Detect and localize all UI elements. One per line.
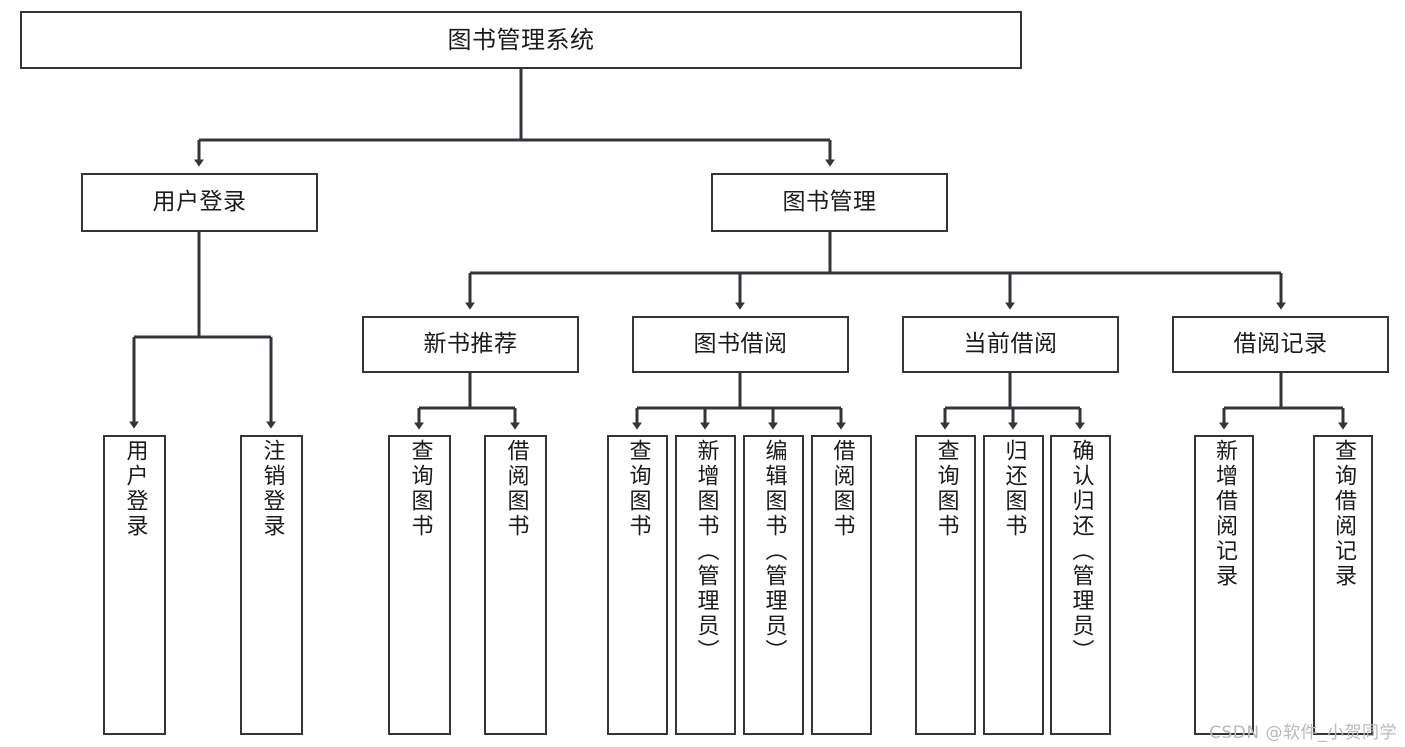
- node-book-borrow[interactable]: 图书借阅: [632, 316, 849, 373]
- leaf-return-book[interactable]: 归还图书: [983, 435, 1044, 735]
- node-borrow-record-label: 借阅记录: [1233, 330, 1328, 357]
- leaf-query-book-3[interactable]: 查询图书: [915, 435, 976, 735]
- leaf-add-book[interactable]: 新增图书（管理员）: [675, 435, 736, 735]
- node-new-book-rec[interactable]: 新书推荐: [362, 316, 579, 373]
- leaf-edit-book-label: 编辑图书（管理员）: [761, 439, 787, 664]
- leaf-query-book-2-label: 查询图书: [625, 439, 651, 539]
- node-book-manage[interactable]: 图书管理: [711, 173, 948, 232]
- node-root[interactable]: 图书管理系统: [20, 11, 1022, 69]
- leaf-query-book-3-label: 查询图书: [933, 439, 959, 539]
- leaf-confirm-return[interactable]: 确认归还（管理员）: [1050, 435, 1111, 735]
- node-current-borrow-label: 当前借阅: [963, 330, 1058, 357]
- leaf-borrow-book-1-label: 借阅图书: [503, 439, 529, 539]
- node-new-book-rec-label: 新书推荐: [423, 330, 518, 357]
- leaf-query-book-1[interactable]: 查询图书: [388, 435, 451, 735]
- node-book-borrow-label: 图书借阅: [693, 330, 788, 357]
- leaf-borrow-book-2[interactable]: 借阅图书: [811, 435, 872, 735]
- leaf-query-record-label: 查询借阅记录: [1331, 439, 1356, 589]
- node-root-label: 图书管理系统: [447, 25, 595, 54]
- leaf-edit-book[interactable]: 编辑图书（管理员）: [743, 435, 804, 735]
- leaf-add-book-label: 新增图书（管理员）: [693, 439, 719, 664]
- leaf-query-book-1-label: 查询图书: [407, 439, 433, 539]
- watermark-text: CSDN @软件_小贺同学: [1209, 723, 1397, 743]
- node-user-login-label: 用户登录: [152, 188, 247, 215]
- leaf-borrow-book-1[interactable]: 借阅图书: [484, 435, 547, 735]
- leaf-query-book-2[interactable]: 查询图书: [607, 435, 668, 735]
- node-borrow-record[interactable]: 借阅记录: [1172, 316, 1389, 373]
- leaf-logout-label: 注销登录: [259, 439, 285, 539]
- leaf-query-record[interactable]: 查询借阅记录: [1313, 435, 1373, 735]
- leaf-user-login[interactable]: 用户登录: [103, 435, 166, 735]
- node-current-borrow[interactable]: 当前借阅: [902, 316, 1119, 373]
- leaf-user-login-label: 用户登录: [122, 439, 148, 539]
- node-book-manage-label: 图书管理: [782, 188, 877, 215]
- leaf-return-book-label: 归还图书: [1001, 439, 1027, 539]
- leaf-confirm-return-label: 确认归还（管理员）: [1068, 439, 1094, 664]
- leaf-add-record-label: 新增借阅记录: [1212, 439, 1237, 589]
- leaf-borrow-book-2-label: 借阅图书: [829, 439, 855, 539]
- leaf-logout[interactable]: 注销登录: [240, 435, 303, 735]
- leaf-add-record[interactable]: 新增借阅记录: [1194, 435, 1254, 735]
- node-user-login[interactable]: 用户登录: [81, 173, 318, 232]
